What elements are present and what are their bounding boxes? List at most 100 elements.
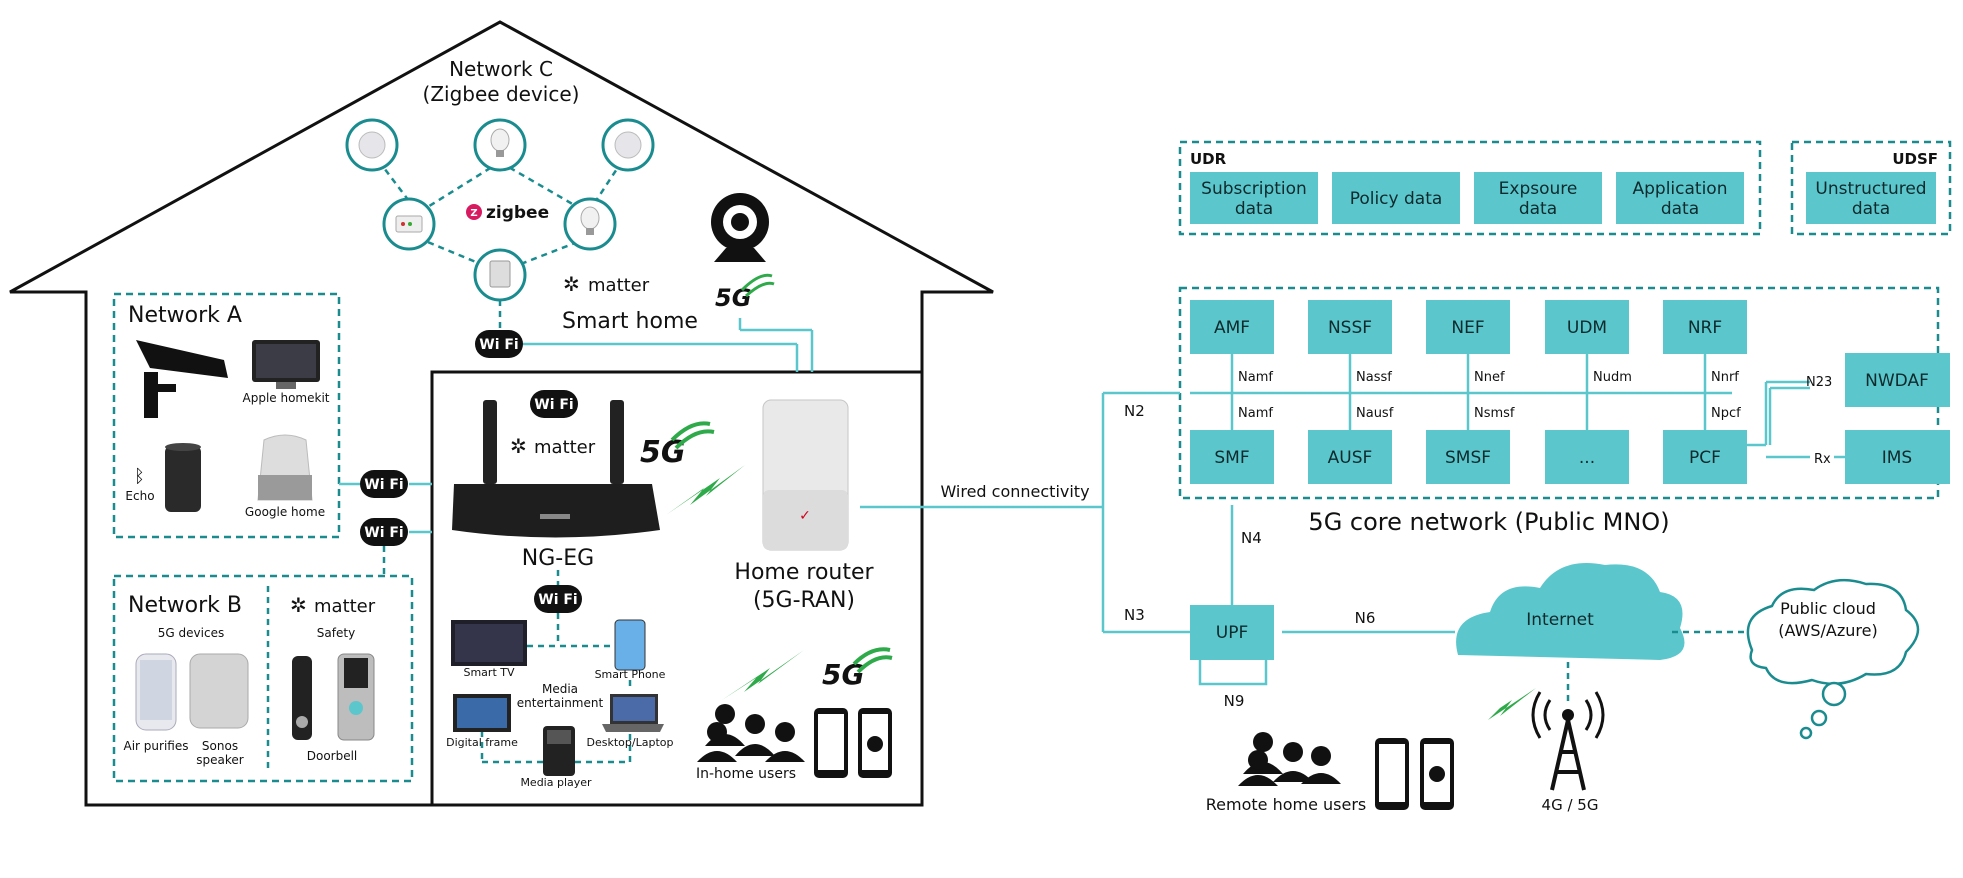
5g-logo-icon: 5G <box>715 273 775 312</box>
air-purifier-icon <box>135 653 177 731</box>
android-phone-icon <box>1420 738 1454 810</box>
public-cloud: Public cloud (AWS/Azure) <box>1746 578 1920 740</box>
router-icon <box>452 400 660 538</box>
smart-bulb-icon <box>473 118 527 172</box>
echo-label: Echo <box>125 489 154 503</box>
wifi-icon: Wi Fi <box>534 585 582 613</box>
udr-item-0-text: Subscription <box>1201 179 1307 199</box>
bluetooth-icon: ᛒ <box>134 466 145 487</box>
udr-item-3-text: Application <box>1633 179 1728 199</box>
n3-label: N3 <box>1124 606 1145 624</box>
desktop-laptop-label: Desktop/Laptop <box>587 736 674 749</box>
nf-bottom-4-text: PCF <box>1689 448 1721 468</box>
wifi-icon: Wi Fi <box>475 330 523 358</box>
media-label-1: Media <box>542 682 578 696</box>
iface-top-3: Nudm <box>1593 370 1632 385</box>
ran-core-links: Wired connectivity N2 N3 N4 N6 N9 UPF <box>940 391 1455 710</box>
nf-bottom-0-text: SMF <box>1214 448 1249 468</box>
analytics-links: N23 Rx NWDAF IMS <box>1764 353 1950 484</box>
svg-text:Wi Fi: Wi Fi <box>479 337 518 353</box>
iface-bottom-2: Nsmsf <box>1474 406 1515 421</box>
zigbee-hub-icon <box>382 197 436 251</box>
network-a: Network A Apple homekit ᛒ Echo Google ho… <box>112 292 341 539</box>
matter-logo-icon: ✲ <box>510 434 527 458</box>
webcam-icon <box>711 193 769 262</box>
n9-label: N9 <box>1224 692 1245 710</box>
iface-top-4: Nnrf <box>1711 370 1739 385</box>
home-router: ✓ Home router (5G-RAN) <box>734 399 875 613</box>
media-label-2: entertainment <box>517 696 604 710</box>
svg-text:Wi Fi: Wi Fi <box>534 397 573 413</box>
internet-cloud: Internet <box>1456 563 1685 660</box>
matter-label: matter <box>314 596 376 617</box>
network-c: Network C (Zigbee device) <box>345 57 655 330</box>
remote-home-users-label: Remote home users <box>1206 795 1367 814</box>
smart-phone-icon <box>614 619 646 671</box>
svg-text:NWDAF: NWDAF <box>1865 371 1929 391</box>
n6-label: N6 <box>1355 609 1376 627</box>
network-c-subtitle: (Zigbee device) <box>423 82 580 106</box>
wifi-icon: Wi Fi <box>360 470 408 498</box>
ng-eg-label: NG-EG <box>522 546 594 571</box>
users-group-icon <box>1238 732 1341 786</box>
media-player-label: Media player <box>520 776 592 789</box>
sonos-label-1: Sonos <box>202 739 238 753</box>
iphone-icon <box>1375 738 1409 810</box>
nf-bottom-3-text: ... <box>1579 448 1595 468</box>
nf-top-2-text: NEF <box>1451 318 1484 338</box>
network-b: Network B ✲ matter 5G devices Safety Air… <box>112 574 414 783</box>
public-cloud-label: Public cloud <box>1780 599 1876 618</box>
nf-bottom-1: AUSF <box>1308 430 1392 484</box>
nf-top-3: UDM <box>1545 300 1629 354</box>
udr-item-0-text: data <box>1235 199 1273 219</box>
network-a-title: Network A <box>128 303 242 328</box>
nf-top-1-text: NSSF <box>1328 318 1372 338</box>
ng-eg: Wi Fi ✲ matter 5G NG-EG <box>452 390 745 571</box>
sonos-label-2: speaker <box>196 753 244 767</box>
nf-bottom-4: PCF <box>1663 430 1747 484</box>
svg-text:Z: Z <box>470 208 477 219</box>
svg-text:Wi Fi: Wi Fi <box>364 477 403 493</box>
ims-box: IMS <box>1845 430 1950 484</box>
svg-text:5G: 5G <box>822 658 864 691</box>
home-router-room <box>430 370 924 807</box>
home-router-device-icon: ✓ <box>762 399 849 551</box>
5g-logo-icon: 5G <box>822 647 893 691</box>
echo-speaker-icon <box>165 443 201 512</box>
svg-text:IMS: IMS <box>1882 448 1912 468</box>
doorbell-icon <box>337 653 375 741</box>
sonos-speaker-icon <box>189 653 249 729</box>
digital-frame-icon <box>453 694 511 732</box>
smart-home-label: Smart home <box>562 309 698 334</box>
matter-logo-icon: ✲ <box>563 272 580 296</box>
nf-top-1: NSSF <box>1308 300 1392 354</box>
digital-frame-label: Digital frame <box>446 736 518 749</box>
cell-tower-icon: 4G / 5G <box>1531 691 1605 814</box>
safety-label: Safety <box>317 626 355 640</box>
nf-bottom-3: ... <box>1545 430 1629 484</box>
nf-bottom-2: SMSF <box>1426 430 1510 484</box>
nf-top-2: NEF <box>1426 300 1510 354</box>
iface-bottom-1: Nausf <box>1356 406 1394 421</box>
wireless-bolt-icon <box>666 465 745 515</box>
svg-text:5G: 5G <box>640 435 686 470</box>
doorbell-label: Doorbell <box>307 749 358 763</box>
network-c-title: Network C <box>449 57 553 81</box>
doorbell-icon <box>292 656 312 740</box>
smart-tv-label: Smart TV <box>463 666 514 679</box>
nf-bottom-1-text: AUSF <box>1328 448 1373 468</box>
svg-text:Wi Fi: Wi Fi <box>364 525 403 541</box>
smart-phone-label: Smart Phone <box>595 668 666 681</box>
udr-item-1: Policy data <box>1332 172 1460 224</box>
udr-label: UDR <box>1190 150 1227 168</box>
nf-bottom-2-text: SMSF <box>1445 448 1491 468</box>
house <box>9 20 994 807</box>
nf-top-4: NRF <box>1663 300 1747 354</box>
smart-bulb-icon <box>563 197 617 251</box>
n2-label: N2 <box>1124 402 1145 420</box>
zigbee-label: zigbee <box>486 203 549 223</box>
